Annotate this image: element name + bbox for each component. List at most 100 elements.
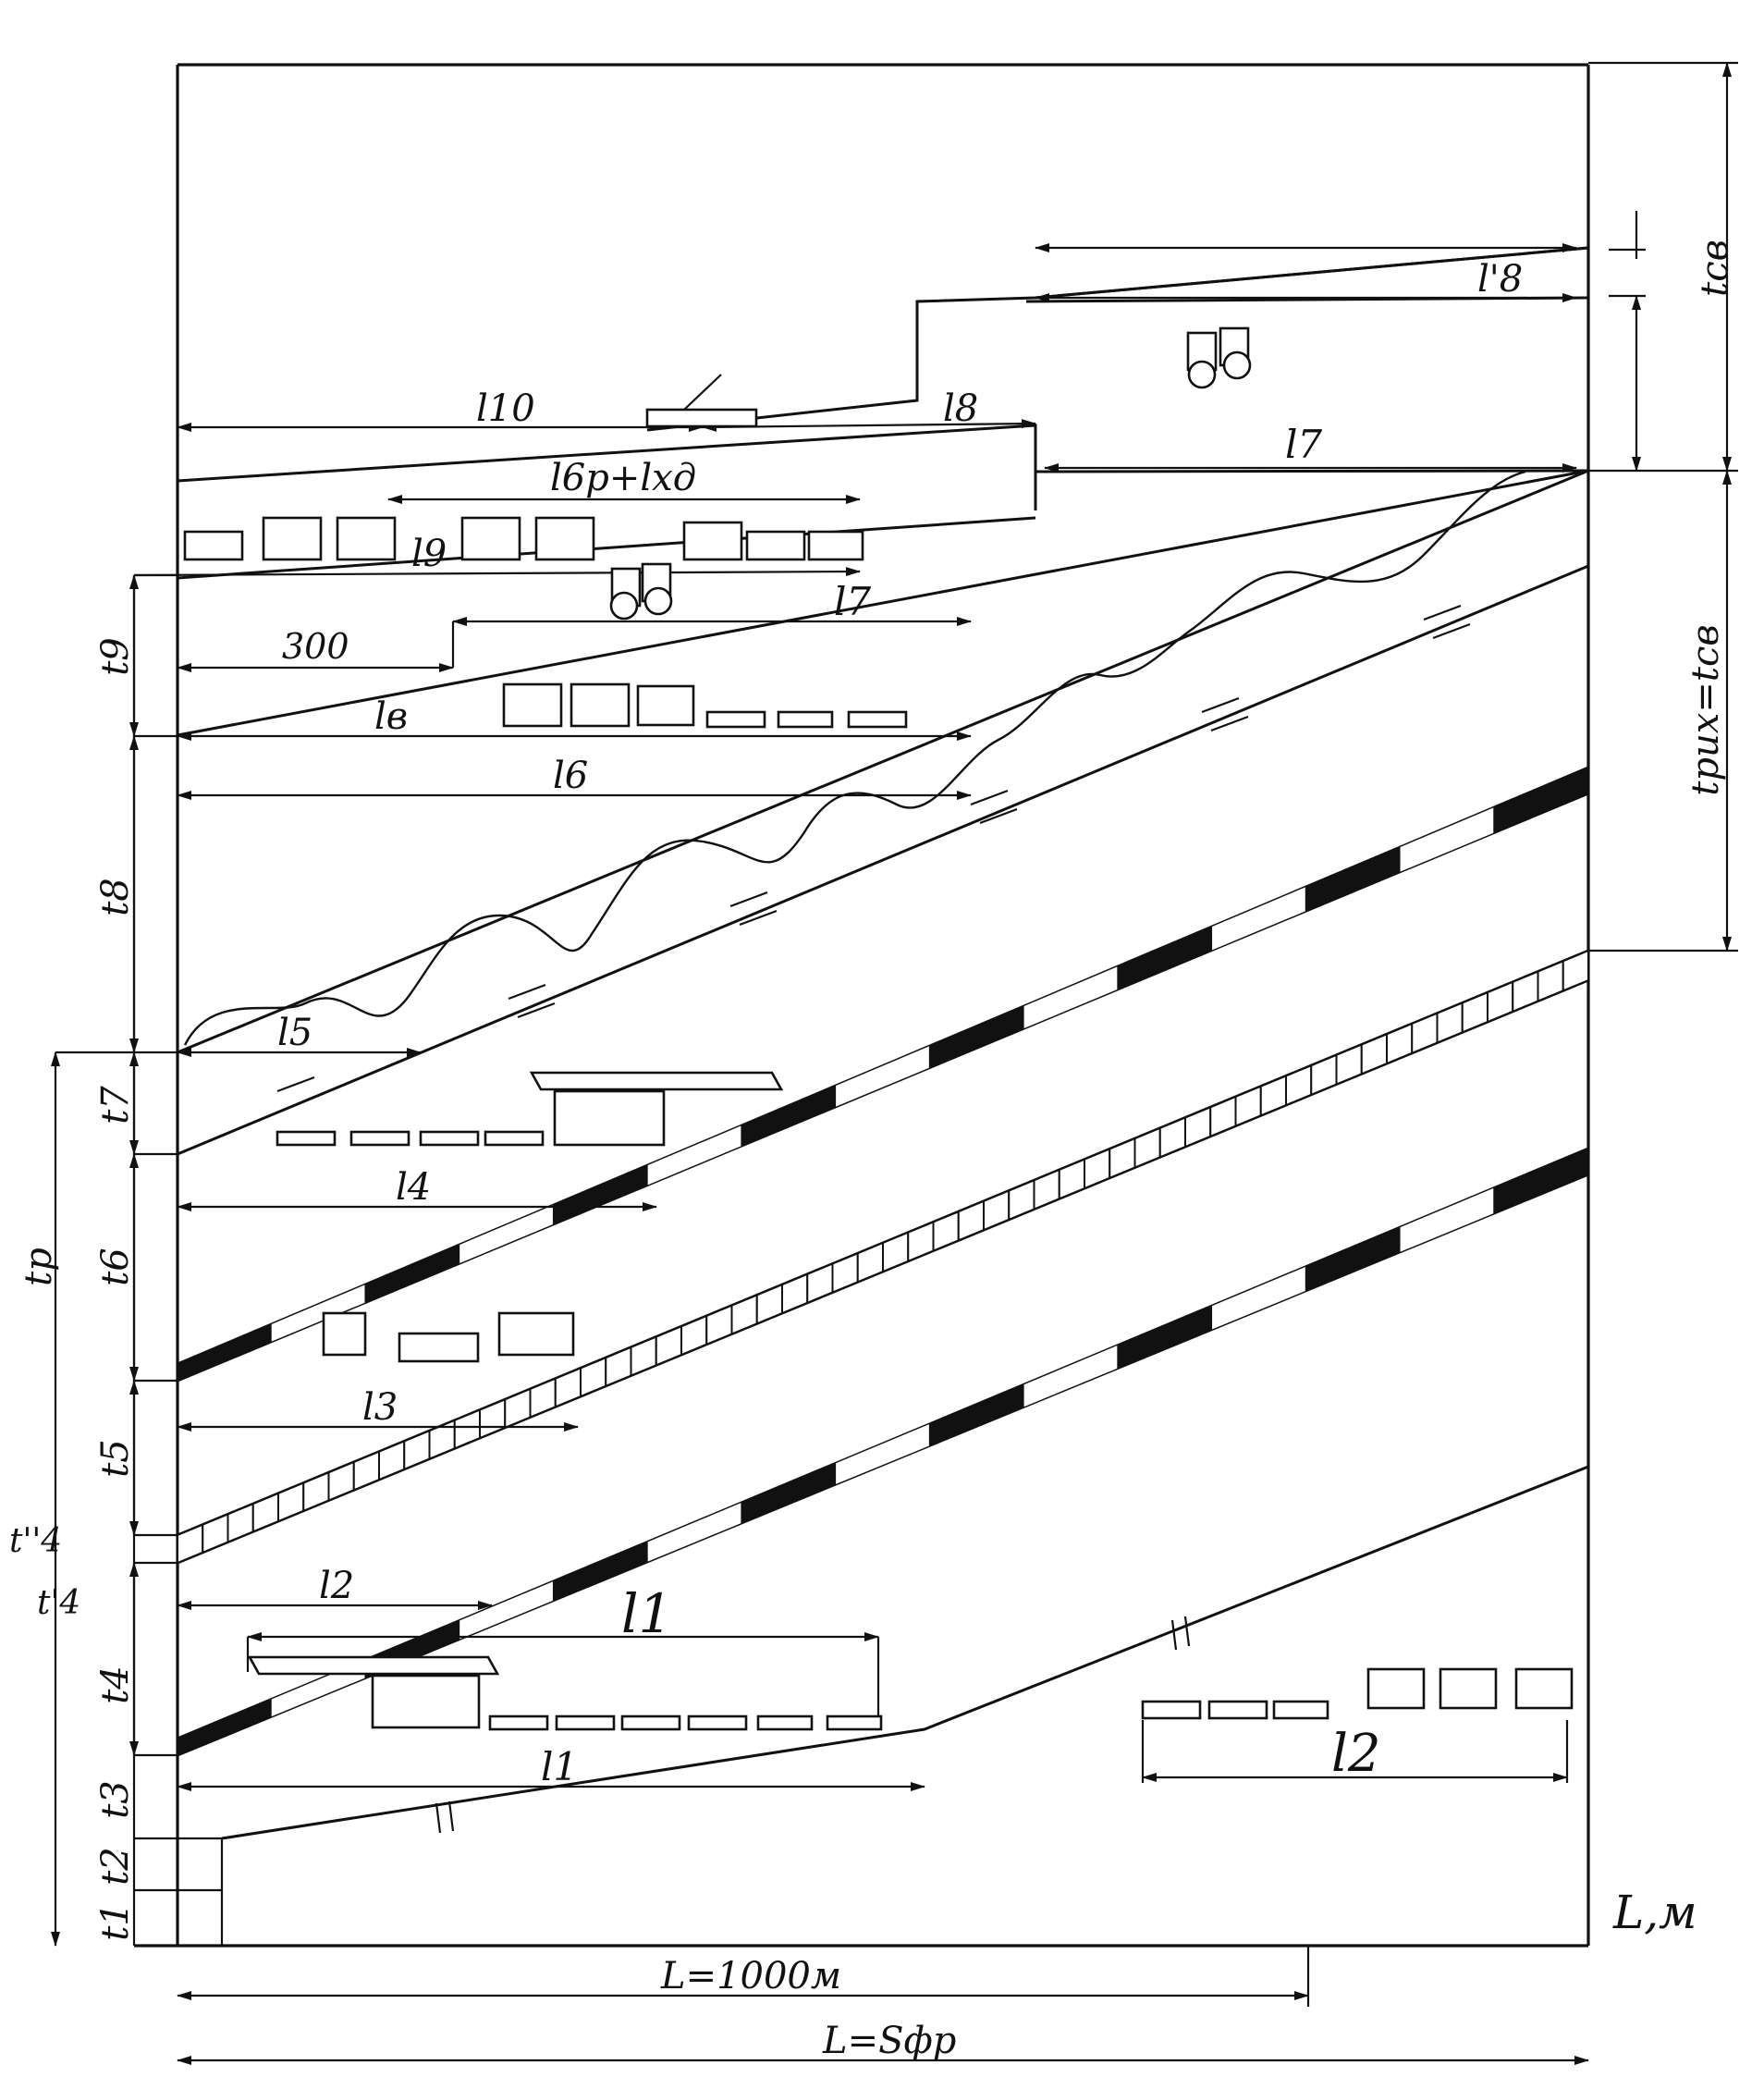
band-segment xyxy=(1461,990,1488,1034)
band-segment xyxy=(957,1199,985,1242)
band-segment xyxy=(1493,766,1589,834)
label-l1: l1 xyxy=(541,1744,578,1789)
band-segment xyxy=(932,1210,960,1252)
label-l7-mid: l7 xyxy=(834,579,871,624)
label-l4: l4 xyxy=(396,1166,431,1209)
label-L1000: L=1000м xyxy=(660,1955,841,1997)
train-row-1 xyxy=(183,516,864,561)
band-segment xyxy=(504,1387,532,1430)
band-segment xyxy=(403,1429,431,1471)
band-segment xyxy=(327,1460,355,1502)
band-segment xyxy=(1234,1085,1262,1127)
band-segment xyxy=(836,1423,930,1484)
band-segment xyxy=(730,1293,758,1335)
label-l9: l9 xyxy=(411,533,447,575)
label-t4: t4 xyxy=(94,1665,137,1704)
band-segment xyxy=(302,1470,330,1513)
band-segment xyxy=(1400,1187,1495,1252)
break-marks xyxy=(435,1616,1191,1834)
label-le: lв xyxy=(374,695,408,738)
band-segment xyxy=(983,1189,1011,1232)
band-segment xyxy=(647,1125,742,1186)
label-t5: t5 xyxy=(94,1439,137,1478)
band-segment xyxy=(1487,980,1514,1024)
cell-band xyxy=(177,949,1589,1565)
band-segment xyxy=(1033,1168,1060,1211)
band-segment xyxy=(741,1461,838,1525)
vehicle-mid-1 xyxy=(609,562,673,621)
right-dimension-arrows xyxy=(1609,62,1732,952)
band-segment xyxy=(856,1241,884,1284)
left-dimension-arrows xyxy=(51,574,139,1947)
vehicle-group-top xyxy=(645,326,1252,428)
band-segment xyxy=(1411,1012,1439,1055)
band-segment xyxy=(781,1272,809,1315)
band-segment xyxy=(1109,1137,1136,1180)
band-segment xyxy=(831,1251,859,1294)
band-segment xyxy=(907,1220,935,1263)
train-row-2 xyxy=(502,682,908,729)
label-t4-dprime: t''4 xyxy=(9,1522,62,1560)
label-t6: t6 xyxy=(94,1247,137,1286)
label-l8-prime: l'8 xyxy=(1477,258,1523,301)
band-segment xyxy=(1512,970,1539,1014)
machine-row xyxy=(322,1311,575,1363)
train-row-4 xyxy=(247,1655,883,1731)
band-segment xyxy=(1008,1178,1035,1222)
label-300: 300 xyxy=(282,626,349,667)
label-l2-big: l2 xyxy=(1331,1724,1381,1784)
label-l7-top: l7 xyxy=(1285,422,1322,467)
band-segment xyxy=(1360,1032,1388,1075)
band-segment xyxy=(459,1580,554,1640)
band-segment xyxy=(580,1356,607,1398)
band-segment xyxy=(453,1408,481,1450)
train-row-5 xyxy=(1141,1667,1574,1720)
label-l6: l6 xyxy=(553,755,588,797)
diagonal-tracks xyxy=(177,469,1589,1840)
band-segment xyxy=(554,1366,582,1408)
label-tp: tp xyxy=(18,1247,60,1286)
band-segment xyxy=(552,1163,649,1226)
band-segment xyxy=(1117,925,1214,991)
band-segment xyxy=(1386,1022,1414,1065)
band-segment xyxy=(1285,1063,1313,1107)
band-segment xyxy=(177,1697,273,1757)
band-segment xyxy=(1212,1266,1306,1330)
band-segment xyxy=(251,1492,279,1533)
frame xyxy=(134,61,1738,2007)
striped-band-lower xyxy=(177,1147,1589,1757)
band-segment xyxy=(705,1304,733,1346)
band-segment xyxy=(1259,1074,1287,1117)
band-segment xyxy=(1212,887,1306,951)
band-segment xyxy=(1023,1345,1119,1407)
band-segment xyxy=(1058,1158,1085,1200)
band-segment xyxy=(806,1262,834,1305)
band-segment xyxy=(277,1481,305,1523)
band-segment xyxy=(1023,966,1119,1028)
band-segment xyxy=(1158,1116,1186,1159)
band-segment xyxy=(1436,1001,1464,1044)
label-l10: l10 xyxy=(476,387,535,430)
band-segment xyxy=(630,1335,657,1377)
train-row-3 xyxy=(276,1071,784,1147)
band-segment xyxy=(1493,1147,1589,1215)
band-segment xyxy=(1184,1105,1212,1149)
band-segment xyxy=(352,1450,380,1492)
band-segment xyxy=(1400,807,1495,872)
band-segment xyxy=(271,1284,366,1342)
band-segment xyxy=(529,1377,557,1419)
horizontal-dimensions xyxy=(133,243,1589,2065)
label-l8: l8 xyxy=(943,387,978,430)
band-segment xyxy=(202,1512,229,1555)
band-segment xyxy=(177,1322,273,1383)
label-tsv: tсв xyxy=(1694,240,1736,297)
band-segment xyxy=(227,1502,254,1543)
band-segment xyxy=(378,1439,406,1481)
band-segment xyxy=(1335,1043,1363,1086)
striped-band-upper xyxy=(177,766,1589,1383)
band-segment xyxy=(1084,1147,1111,1190)
band-segment xyxy=(177,1523,204,1565)
band-segment xyxy=(459,1205,554,1263)
band-segment xyxy=(479,1397,507,1440)
band-segment xyxy=(655,1324,682,1367)
